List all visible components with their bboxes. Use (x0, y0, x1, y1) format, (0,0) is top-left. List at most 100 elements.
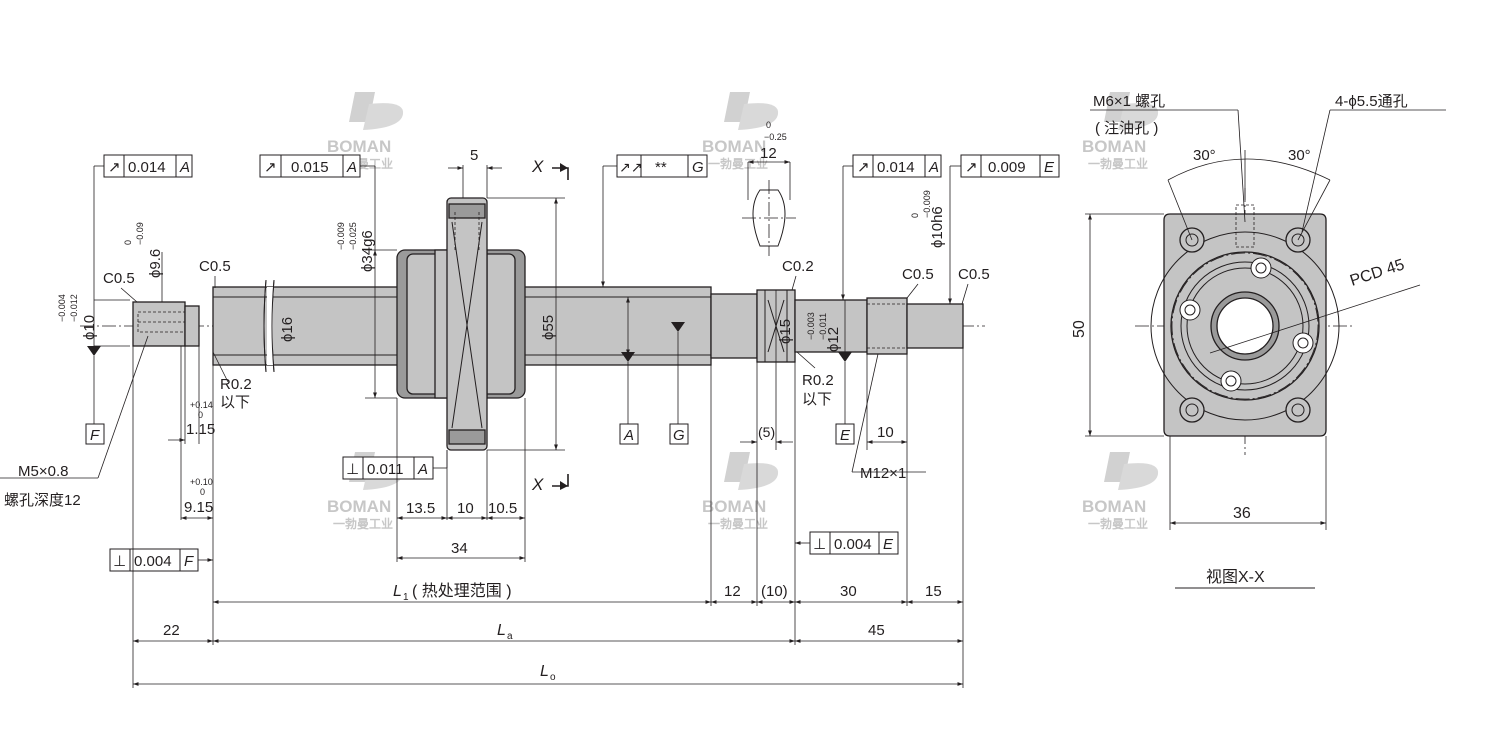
watermark-tagline: 一勃曼工业 (333, 516, 393, 531)
svg-text:50: 50 (1071, 320, 1088, 338)
view-xx-dimensions: M6×1 螺孔 ( 注油孔 ) 4-ϕ5.5通孔 30° 30° PCD 45 … (1071, 93, 1446, 589)
watermark-tagline: 一勃曼工业 (708, 156, 768, 171)
svg-text:M6×1 螺孔: M6×1 螺孔 (1093, 93, 1165, 110)
section-mark-bottom: X (531, 474, 569, 494)
watermark-tagline: 一勃曼工业 (1088, 516, 1148, 531)
dim-phi-12: ϕ12 −0.003 −0.011 (806, 300, 846, 352)
svg-text:9.15: 9.15 (184, 499, 213, 516)
svg-text:ϕ9.6: ϕ9.6 (147, 249, 164, 278)
ball-nut (396, 197, 526, 451)
watermark-brand: BOMAN (1082, 497, 1146, 516)
svg-text:0.015: 0.015 (291, 159, 329, 176)
tolerance-frame-left-runout: ↗ 0.014 A (93, 154, 193, 346)
svg-text:−0.003: −0.003 (806, 312, 816, 340)
svg-text:以下: 以下 (220, 394, 250, 411)
svg-text:C0.5: C0.5 (103, 270, 135, 287)
svg-text:36: 36 (1233, 505, 1251, 522)
chamfer-callouts: C0.5 C0.5 C0.2 C0.5 C0.5 (103, 258, 990, 305)
svg-text:PCD 45: PCD 45 (1348, 256, 1407, 290)
tolerance-frame-shaft-runout: ↗ 0.015 A (259, 154, 376, 250)
watermark-brand: BOMAN (702, 497, 766, 516)
dim-phi-10h6: ϕ10h6 0 −0.009 (910, 190, 946, 248)
watermark-logo: BOMAN 一勃曼工业 BOMAN 一勃曼工业 BOMAN 一勃曼工业 BOMA… (327, 92, 1159, 531)
svg-text:↗: ↗ (857, 159, 870, 176)
tolerance-frame-nut-perp: ⊥ 0.011 A (342, 450, 448, 480)
svg-text:L: L (393, 583, 402, 600)
svg-text:10: 10 (877, 424, 894, 441)
svg-text:−0.012: −0.012 (69, 294, 79, 322)
svg-text:a: a (507, 631, 513, 642)
tolerance-frame-end-runout: ↗ 0.009 E (948, 154, 1060, 304)
svg-text:ϕ34g6: ϕ34g6 (359, 230, 376, 272)
svg-text:ϕ15: ϕ15 (777, 319, 794, 344)
svg-text:0: 0 (200, 487, 205, 497)
dim-groove-9-15: +0.10 0 9.15 (180, 346, 213, 520)
datum-g: G (673, 427, 685, 444)
dim-nut-flange-width: 5 (448, 147, 502, 198)
right-journal (906, 303, 964, 349)
svg-text:⊥: ⊥ (346, 461, 359, 478)
svg-text:30°: 30° (1193, 147, 1216, 164)
svg-text:0.014: 0.014 (128, 159, 166, 176)
svg-text:+0.10: +0.10 (190, 477, 213, 487)
svg-text:0.004: 0.004 (834, 536, 872, 553)
svg-text:0.009: 0.009 (988, 159, 1026, 176)
flange-round (1150, 231, 1340, 421)
watermark-brand: BOMAN (702, 137, 766, 156)
dim-phi-34g6: ϕ34g6 −0.009 −0.025 (336, 222, 397, 399)
svg-text:30: 30 (840, 583, 857, 600)
svg-text:o: o (550, 672, 556, 683)
svg-text:↗↗: ↗↗ (619, 159, 642, 175)
svg-text:A: A (417, 461, 428, 478)
svg-text:13.5: 13.5 (406, 500, 435, 517)
svg-text:0: 0 (198, 410, 203, 420)
svg-text:5: 5 (470, 147, 478, 164)
svg-text:45: 45 (868, 622, 885, 639)
svg-text:L: L (497, 622, 506, 639)
dim-groove-1-15: +0.14 0 1.15 (168, 346, 215, 444)
svg-text:(5): (5) (758, 424, 775, 440)
watermark-brand: BOMAN (327, 137, 391, 156)
dim-nut-breakdown: 13.5 10 10.5 34 (396, 398, 526, 562)
svg-text:0.014: 0.014 (877, 159, 915, 176)
svg-text:−0.25: −0.25 (764, 132, 787, 142)
svg-text:⊥: ⊥ (813, 536, 826, 553)
svg-text:(10): (10) (761, 583, 788, 600)
dim-flat-12: 12 0 −0.25 (742, 120, 796, 256)
tolerance-frame-left-perp: ⊥ 0.004 F (109, 548, 213, 572)
svg-text:L: L (540, 663, 549, 680)
svg-text:1.15: 1.15 (186, 421, 215, 438)
left-journal (132, 301, 186, 347)
svg-text:F: F (184, 553, 194, 570)
svg-text:E: E (1044, 159, 1055, 176)
svg-text:−0.025: −0.025 (348, 222, 358, 250)
datum-boxes: F A G E (85, 423, 855, 445)
tolerance-frame-total-runout: ↗↗ ** G (601, 154, 708, 287)
svg-text:−0.009: −0.009 (336, 222, 346, 250)
svg-text:12: 12 (760, 145, 777, 162)
svg-text:0.011: 0.011 (367, 461, 403, 478)
watermark-brand: BOMAN (327, 497, 391, 516)
dim-phi-16: ϕ16 (279, 317, 296, 342)
svg-text:E: E (883, 536, 894, 553)
svg-text:↗: ↗ (264, 159, 277, 176)
svg-text:0: 0 (123, 240, 133, 245)
watermark-brand: BOMAN (1082, 137, 1146, 156)
svg-text:10.5: 10.5 (488, 500, 517, 517)
svg-text:15: 15 (925, 583, 942, 600)
svg-text:ϕ10: ϕ10 (81, 315, 98, 340)
svg-text:**: ** (655, 159, 667, 176)
m12-thread (866, 297, 908, 355)
svg-text:ϕ12: ϕ12 (825, 327, 842, 352)
svg-text:( 热处理范围 ): ( 热处理范围 ) (412, 582, 512, 600)
svg-text:C0.5: C0.5 (958, 266, 990, 283)
deflector-screws (1179, 257, 1314, 392)
svg-text:M5×0.8: M5×0.8 (18, 463, 68, 480)
section-mark-top: X (531, 157, 569, 180)
svg-text:C0.2: C0.2 (782, 258, 814, 275)
svg-text:−0.004: −0.004 (57, 294, 67, 322)
svg-text:A: A (346, 159, 357, 176)
svg-text:ϕ10h6: ϕ10h6 (929, 206, 946, 248)
